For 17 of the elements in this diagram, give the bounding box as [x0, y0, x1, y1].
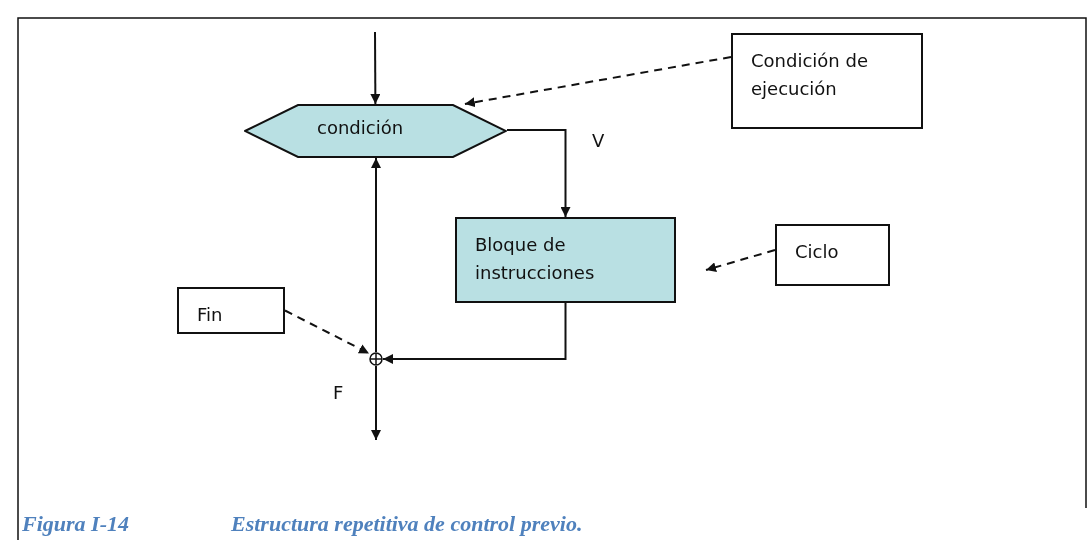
leader-arrow [705, 249, 776, 272]
leader-arrow [284, 309, 370, 355]
figure-number: Figura I-14 [22, 511, 129, 537]
flow-arrow [370, 31, 381, 105]
flow-arrow [371, 157, 381, 353]
node-label: condición [317, 117, 404, 138]
leader-arrow [463, 56, 732, 108]
process-box: Bloque de instrucciones [455, 217, 676, 303]
flow-arrow [506, 128, 571, 218]
decision-hexagon [244, 104, 507, 158]
flow-arrow [371, 365, 381, 441]
note-box: Condición de ejecución [731, 33, 923, 129]
junction-circle [369, 352, 383, 366]
note-box: Fin [177, 287, 285, 334]
note-box: Ciclo [775, 224, 890, 286]
flow-arrow [382, 302, 567, 364]
figure-caption: Estructura repetitiva de control previo. [231, 511, 583, 537]
